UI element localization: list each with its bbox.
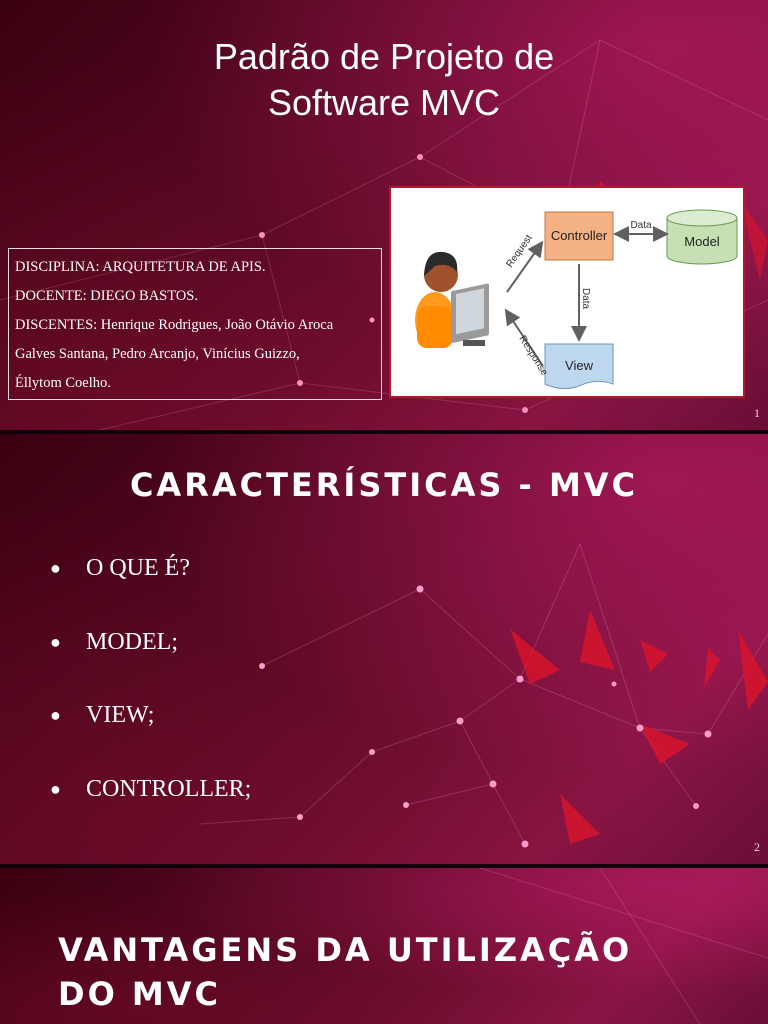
slide-2: Características - MVC ●O QUE É? ●MODEL; …	[0, 434, 768, 864]
students-line-1: DISCENTES: Henrique Rodrigues, João Otáv…	[15, 317, 334, 333]
students-line-3: Éllytom Coelho.	[15, 375, 111, 391]
user-at-computer-icon	[415, 251, 489, 348]
bullet-dot-icon: ●	[50, 558, 61, 578]
page-number: 1	[754, 406, 760, 420]
title-line-1: Padrão de Projeto de	[213, 36, 555, 77]
slide-separator	[0, 430, 768, 434]
response-arrow	[504, 308, 544, 367]
students-line-2: Galves Santana, Pedro Arcanjo, Vinícius …	[15, 346, 300, 362]
title-line-2: Software MVC	[267, 82, 501, 123]
course-info-box: DISCIPLINA: ARQUITETURA DE APIS. DOCENTE…	[8, 248, 382, 400]
bullet-list: ●O QUE É? ●MODEL; ●VIEW; ●CONTROLLER;	[50, 554, 251, 848]
bullet-dot-icon: ●	[50, 705, 61, 725]
bullet-item: ●VIEW;	[50, 702, 155, 728]
request-arrow	[506, 240, 544, 293]
view-box	[544, 343, 614, 390]
controller-label: Controller	[551, 228, 608, 243]
mvc-diagram-graphic: Controller Model View Data Data Request …	[415, 209, 738, 390]
slide-heading: Vantagens da utilização do MVC	[58, 928, 632, 1016]
teacher-line: DOCENTE: DIEGO BASTOS.	[15, 288, 198, 304]
slide-title: Padrão de Projeto de Software MVC	[0, 34, 768, 126]
view-label: View	[565, 358, 594, 373]
heading-line-2: do MVC	[58, 975, 221, 1013]
request-label: Request	[504, 233, 535, 270]
mvc-diagram: Controller Model View Data Data Request …	[389, 186, 745, 398]
heading-line-1: Vantagens da utilização	[58, 931, 633, 969]
model-label: Model	[684, 234, 720, 249]
page-number: 2	[754, 840, 760, 854]
bullet-item: ●O QUE É?	[50, 555, 190, 581]
discipline-line: DISCIPLINA: ARQUITETURA DE APIS.	[15, 259, 266, 275]
bullet-dot-icon: ●	[50, 778, 61, 799]
slide-3: Vantagens da utilização do MVC	[0, 868, 768, 1024]
slide-heading: Características - MVC	[129, 466, 639, 504]
slide-separator	[0, 864, 768, 868]
bullet-dot-icon: ●	[50, 631, 61, 652]
bullet-item: ●CONTROLLER;	[50, 775, 252, 802]
bullet-item: ●MODEL;	[50, 628, 178, 655]
model-cylinder	[666, 209, 738, 265]
data-arrow-label: Data	[630, 220, 652, 231]
data-side-label: Data	[580, 288, 591, 310]
controller-box	[544, 211, 614, 261]
slide-1: Padrão de Projeto de Software MVC DISCIP…	[0, 0, 768, 430]
